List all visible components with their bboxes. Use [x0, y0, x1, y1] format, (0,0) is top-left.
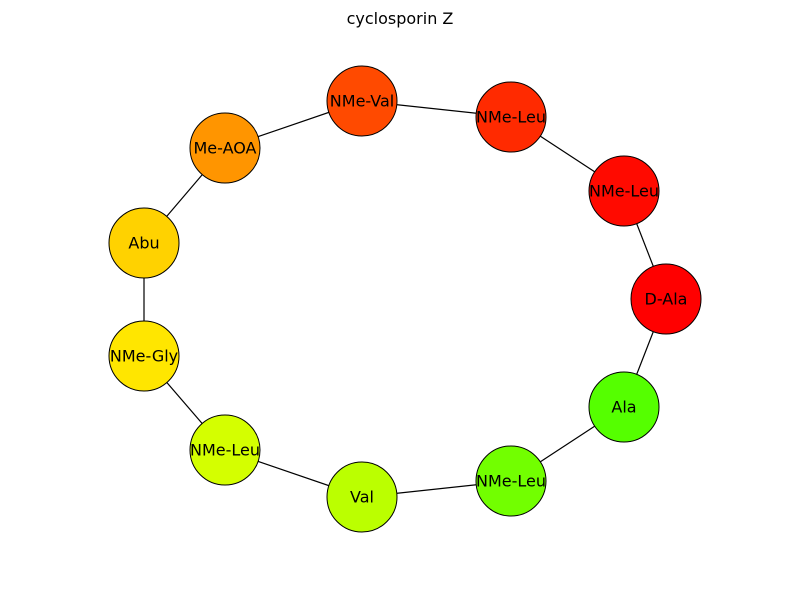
residue-node-label: Ala	[611, 398, 636, 417]
residue-node-circle	[108, 320, 180, 392]
residue-node-circle	[588, 371, 660, 443]
residue-node-circle	[475, 81, 547, 153]
residue-node: Val	[326, 461, 398, 533]
residue-node-label: Val	[350, 488, 374, 507]
diagram-title: cyclosporin Z	[346, 9, 454, 28]
nodes-layer: NMe-ValNMe-LeuNMe-LeuD-AlaAlaNMe-LeuValN…	[108, 65, 702, 533]
residue-node-circle	[630, 263, 702, 335]
residue-node-label: Abu	[128, 234, 159, 253]
residue-node-circle	[475, 445, 547, 517]
residue-node: NMe-Leu	[475, 81, 547, 153]
residue-node-label: NMe-Leu	[476, 472, 546, 491]
residue-node-label: NMe-Leu	[589, 182, 659, 201]
residue-node-circle	[189, 414, 261, 486]
residue-node-circle	[326, 65, 398, 137]
residue-node-label: NMe-Leu	[190, 441, 260, 460]
residue-node: Ala	[588, 371, 660, 443]
residue-node-label: NMe-Leu	[476, 108, 546, 127]
residue-node-label: NMe-Gly	[110, 347, 178, 366]
residue-node: NMe-Leu	[588, 155, 660, 227]
residue-node: NMe-Leu	[189, 414, 261, 486]
residue-node: Me-AOA	[189, 112, 261, 184]
residue-node: D-Ala	[630, 263, 702, 335]
residue-node-label: NMe-Val	[330, 92, 394, 111]
residue-node: NMe-Leu	[475, 445, 547, 517]
residue-node-label: Me-AOA	[194, 139, 257, 158]
residue-node-circle	[189, 112, 261, 184]
residue-node-label: D-Ala	[645, 290, 688, 309]
residue-node-circle	[108, 207, 180, 279]
residue-node: NMe-Gly	[108, 320, 180, 392]
residue-node: NMe-Val	[326, 65, 398, 137]
residue-node-circle	[326, 461, 398, 533]
residue-node-circle	[588, 155, 660, 227]
residue-node: Abu	[108, 207, 180, 279]
